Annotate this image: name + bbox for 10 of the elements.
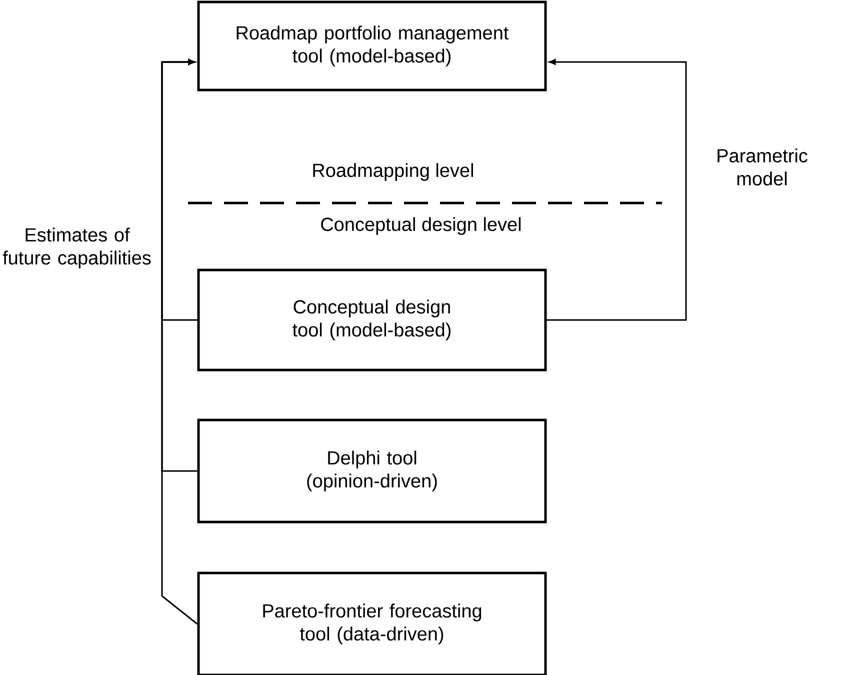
edge-label: Estimates of future capabilities xyxy=(2,228,151,268)
tool-box: Delphi tool (opinion-driven) xyxy=(197,418,547,524)
tool-box: Pareto-frontier forecasting tool (data-driven) xyxy=(197,572,547,675)
edge-label: Parametric model xyxy=(718,148,808,186)
arrow xyxy=(161,59,198,625)
arrow xyxy=(546,59,687,321)
tool-box: Roadmap portfolio management tool (model-based) xyxy=(197,0,547,92)
level-label: Conceptual design level xyxy=(321,217,521,235)
level-label: Roadmapping level xyxy=(313,163,473,181)
tool-box: Conceptual design tool (model-based) xyxy=(197,268,547,372)
